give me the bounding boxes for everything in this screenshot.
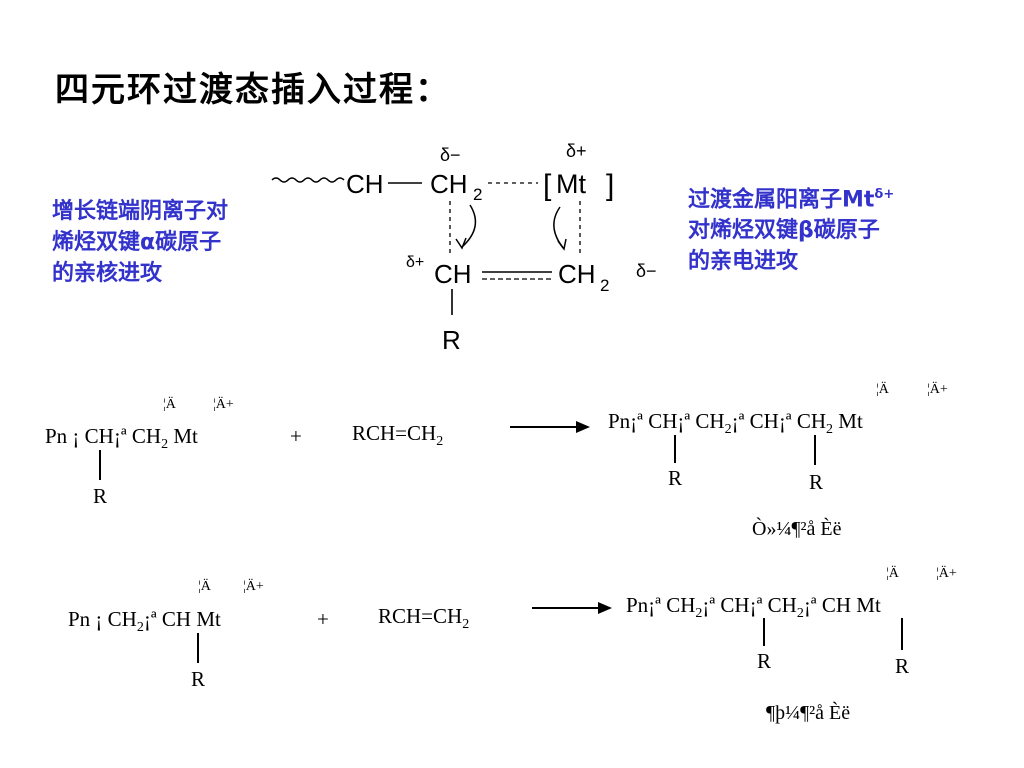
eq1-label-b: ¦Ä+ — [213, 397, 234, 412]
eq1-monomer: RCH=CH2 — [352, 421, 444, 450]
bracket-left: [ — [543, 169, 552, 202]
eq2-product: Pn¡ª CH2¡ª CH¡ª CH2¡ª CH Mt — [626, 593, 881, 622]
eq2-product-label-b: ¦Ä+ — [936, 566, 957, 581]
eq2-product-r1-bond — [763, 618, 765, 646]
eq1-product: Pn¡ª CH¡ª CH2¡ª CH¡ª CH2 Mt — [608, 409, 863, 438]
delta-plus-top: δ+ — [566, 141, 587, 161]
eq1-product-r2: R — [809, 470, 824, 494]
eq2-r-label: R — [191, 667, 206, 691]
wavy-chain — [271, 177, 345, 183]
mt-label: Mt — [556, 169, 586, 199]
page-title: 四元环过渡态插入过程： — [55, 70, 451, 110]
eq2-caption: ¶þ¼¶²å Èë — [766, 702, 851, 724]
delta-minus-top: δ− — [440, 145, 461, 165]
eq2-r-bond — [197, 633, 199, 663]
delta-plus-left: δ+ — [406, 254, 424, 271]
eq1-product-label-b: ¦Ä+ — [927, 382, 948, 397]
note-line: 对烯烃双键β碳原子 — [688, 218, 880, 244]
delta-minus-right: δ− — [636, 261, 657, 281]
nucleophilic-attack-note: 增长链端阴离子对 烯烃双键α碳原子 的亲核进攻 — [52, 196, 228, 289]
eq2-product-r2: R — [895, 654, 910, 678]
eq2-product-label-a: ¦Ä — [886, 566, 899, 581]
note-line: 增长链端阴离子对 — [52, 199, 229, 224]
eq2-label-b: ¦Ä+ — [243, 579, 264, 594]
eq1-reaction-arrow — [510, 421, 590, 433]
electrophilic-attack-note: 过渡金属阳离子Mtδ+ 对烯烃双键β碳原子 的亲电进攻 — [688, 179, 894, 277]
eq1-r-bond — [99, 450, 101, 480]
eq1-r-label: R — [93, 484, 108, 508]
transition-state-diagram: CH CH 2 δ− [ Mt ] δ+ δ+ CH CH 2 δ− R — [270, 135, 690, 360]
eq1-product-r2-bond — [814, 435, 816, 465]
eq1-plus: + — [290, 424, 302, 448]
eq1-product-r1: R — [668, 466, 683, 490]
ch-bottom: CH — [434, 259, 472, 289]
note-line: 烯烃双键α碳原子 — [52, 230, 222, 255]
eq1-label-a: ¦Ä — [163, 397, 176, 412]
eq1-caption: Ò»¼¶²å Èë — [752, 518, 842, 540]
note-line: 的亲核进攻 — [52, 261, 163, 286]
eq2-reactant: Pn ¡ CH2¡ª CH Mt — [68, 607, 221, 636]
r-substituent: R — [442, 325, 461, 355]
diagram-svg: CH CH 2 δ− [ Mt ] δ+ δ+ CH CH 2 δ− R — [271, 141, 657, 355]
ch-top: CH — [346, 169, 384, 199]
eq1-reactant: Pn ¡ CH¡ª CH2 Mt — [45, 424, 198, 453]
eq2-plus: + — [317, 607, 329, 631]
ch2-top-subscript: 2 — [473, 185, 482, 204]
note-line: 过渡金属阳离子Mtδ+ — [688, 187, 895, 213]
eq2-reaction-arrow — [532, 602, 612, 614]
eq2-monomer: RCH=CH2 — [378, 604, 470, 633]
eq2-product-r1: R — [757, 649, 772, 673]
eq2-label-a: ¦Ä — [198, 579, 211, 594]
ch2-bottom: CH — [558, 259, 596, 289]
ch2-top: CH — [430, 169, 468, 199]
eq1-product-r1-bond — [674, 435, 676, 463]
note-line: 的亲电进攻 — [688, 249, 799, 275]
bracket-right: ] — [606, 169, 614, 202]
eq2-product-r2-bond — [901, 618, 903, 650]
ch2-bottom-subscript: 2 — [600, 276, 609, 295]
curved-arrow-left — [461, 204, 477, 248]
eq1-product-label-a: ¦Ä — [876, 382, 889, 397]
